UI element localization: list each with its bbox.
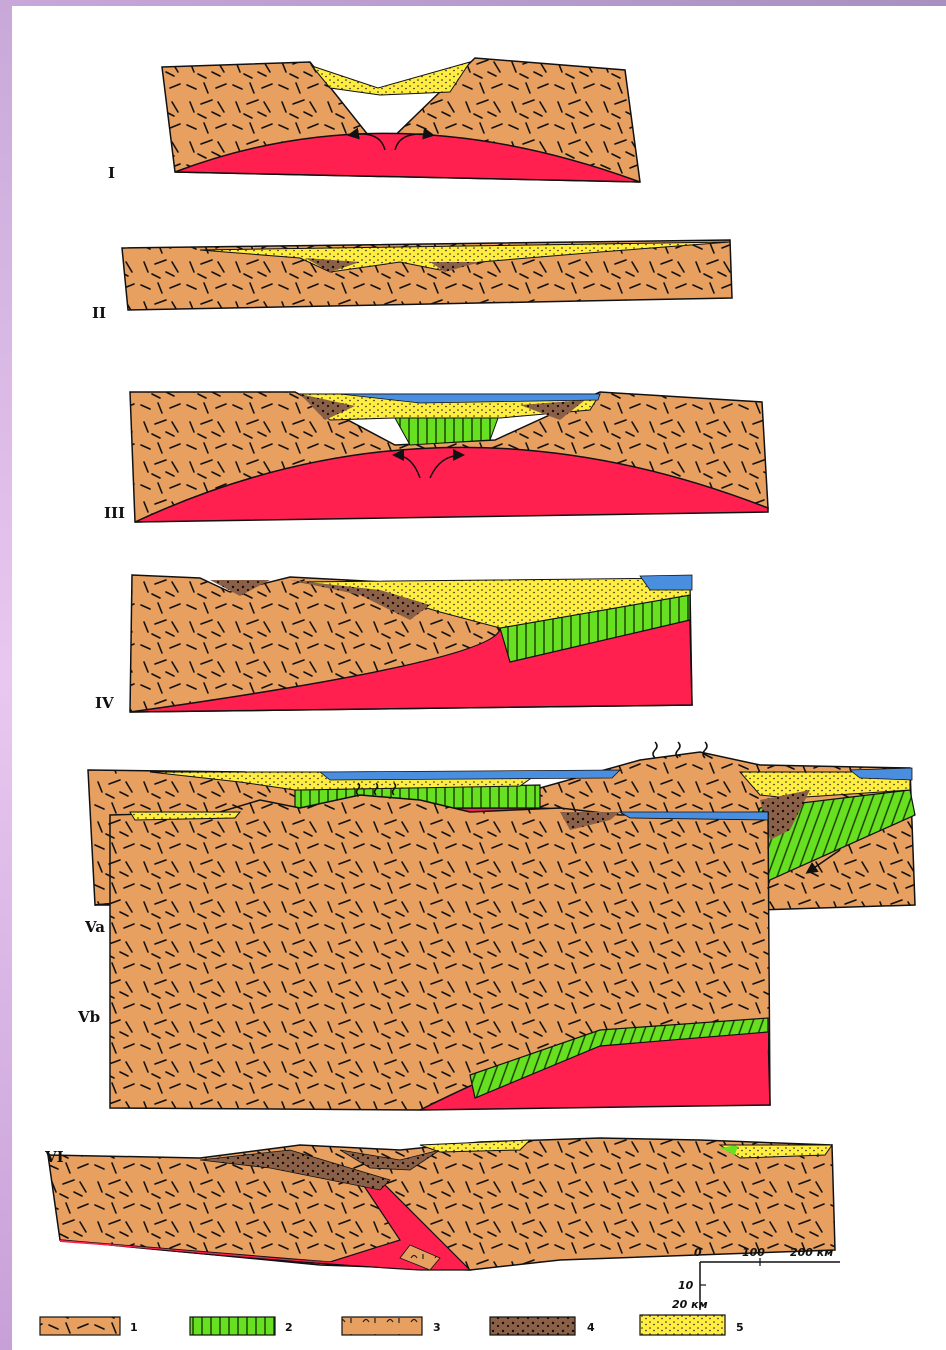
legend-num-3: 3 — [433, 1321, 441, 1334]
scale-bar: 0 100 200 км 10 20 км — [672, 1246, 840, 1311]
stage-label-Vb: Vb — [77, 1008, 100, 1026]
stage-VI-section: VI — [44, 1138, 835, 1270]
stage-Vb-section: Vb — [77, 783, 770, 1110]
legend-num-5: 5 — [736, 1321, 744, 1334]
legend-swatch-4 — [490, 1317, 575, 1335]
legend: 1 2 3 4 5 — [40, 1315, 744, 1335]
stage-label-VI: VI — [44, 1148, 64, 1166]
stage-IV-section: IV — [95, 575, 692, 712]
stage-label-I: I — [108, 164, 115, 182]
legend-num-4: 4 — [587, 1321, 595, 1334]
legend-swatch-1 — [40, 1317, 120, 1335]
stage-label-III: III — [104, 504, 125, 522]
stage-II-section: II — [92, 240, 732, 322]
scale-tick-10: 10 — [678, 1279, 694, 1292]
stage-I-section: I — [108, 58, 640, 182]
scale-tick-0: 0 — [694, 1246, 702, 1259]
legend-num-2: 2 — [285, 1321, 293, 1334]
stage-III-section: III — [104, 392, 768, 522]
stage-label-IV: IV — [95, 694, 114, 712]
legend-num-1: 1 — [130, 1321, 138, 1334]
stage-label-II: II — [92, 304, 106, 322]
legend-swatch-2 — [190, 1317, 275, 1335]
stage-label-Va: Va — [84, 918, 105, 936]
scale-tick-100: 100 — [742, 1246, 765, 1259]
scale-tick-200: 200 км — [790, 1246, 833, 1259]
legend-swatch-5 — [640, 1315, 725, 1335]
legend-swatch-3 — [342, 1317, 422, 1335]
scale-tick-20: 20 км — [672, 1298, 708, 1311]
